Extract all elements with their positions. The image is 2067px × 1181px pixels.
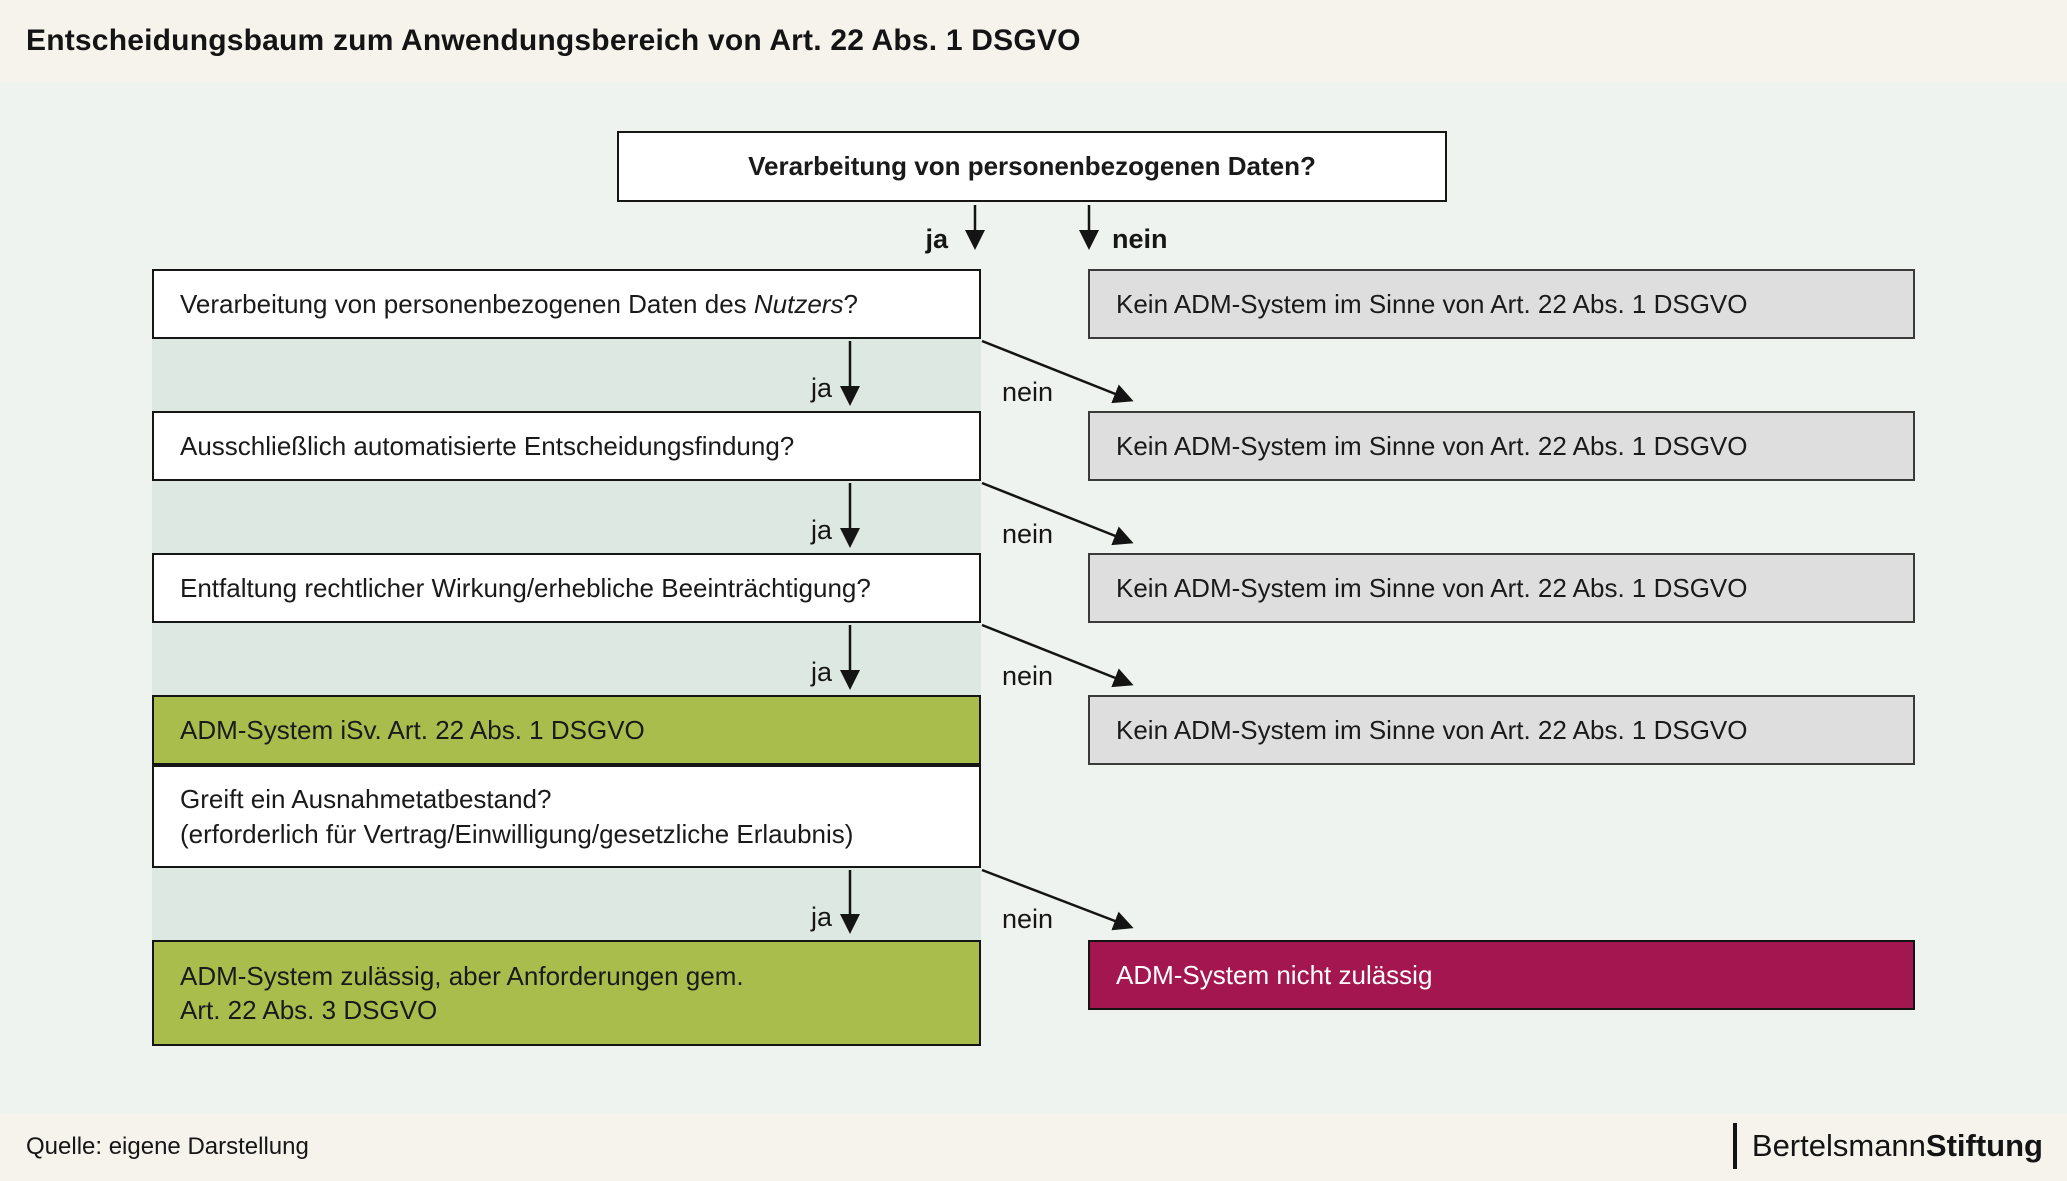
root-question-text: Verarbeitung von personenbezogenen Daten…	[748, 151, 1316, 182]
question-box-1: Verarbeitung von personenbezogenen Daten…	[152, 269, 981, 339]
outcome-adm-text: ADM-System iSv. Art. 22 Abs. 1 DSGVO	[180, 714, 645, 745]
outcome-box-no-adm-4: Kein ADM-System im Sinne von Art. 22 Abs…	[1088, 695, 1915, 765]
outcome-allowed-line1: ADM-System zulässig, aber Anforderungen …	[180, 960, 744, 991]
root-question-box: Verarbeitung von personenbezogenen Daten…	[617, 131, 1447, 202]
yes-path-band	[152, 623, 981, 695]
yes-label: ja	[810, 902, 832, 932]
question-3-text: Entfaltung rechtlicher Wirkung/erheblich…	[180, 572, 871, 603]
header-band	[0, 0, 2067, 83]
exception-question-line2: (erforderlich für Vertrag/Einwilligung/g…	[180, 818, 854, 849]
yes-label: ja	[810, 657, 832, 687]
question-box-3: Entfaltung rechtlicher Wirkung/erheblich…	[152, 553, 981, 623]
outcome-box-no-adm-2: Kein ADM-System im Sinne von Art. 22 Abs…	[1088, 411, 1915, 481]
outcome-box-not-allowed: ADM-System nicht zulässig	[1088, 940, 1915, 1010]
brand-logo-bar	[1732, 1123, 1737, 1169]
question-1-emphasis: Nutzers	[753, 288, 844, 319]
no-label: nein	[1002, 904, 1054, 934]
yes-path-band	[152, 868, 981, 940]
outcome-box-adm: ADM-System iSv. Art. 22 Abs. 1 DSGVO	[152, 695, 981, 765]
outcome-box-no-adm-1: Kein ADM-System im Sinne von Art. 22 Abs…	[1088, 269, 1915, 339]
page-title: Entscheidungsbaum zum Anwendungsbereich …	[26, 24, 1081, 57]
question-2-text: Ausschließlich automatisierte Entscheidu…	[180, 430, 795, 461]
yes-path-band	[152, 481, 981, 553]
question-box-exception: Greift ein Ausnahmetatbestand? (erforder…	[152, 765, 981, 868]
outcome-no-adm-text: Kein ADM-System im Sinne von Art. 22 Abs…	[1116, 714, 1748, 745]
outcome-box-allowed: ADM-System zulässig, aber Anforderungen …	[152, 940, 981, 1046]
brand-logo-text: BertelsmannStiftung	[1751, 1128, 2043, 1163]
source-note: Quelle: eigene Darstellung	[26, 1133, 309, 1160]
outcome-no-adm-text: Kein ADM-System im Sinne von Art. 22 Abs…	[1116, 572, 1748, 603]
outcome-box-no-adm-3: Kein ADM-System im Sinne von Art. 22 Abs…	[1088, 553, 1915, 623]
outcome-not-allowed-text: ADM-System nicht zulässig	[1116, 959, 1433, 990]
no-label: nein	[1112, 224, 1168, 254]
outcome-allowed-line2: Art. 22 Abs. 3 DSGVO	[180, 995, 438, 1025]
exception-question-line1: Greift ein Ausnahmetatbestand?	[180, 784, 552, 815]
question-1-text: Verarbeitung von personenbezogenen Daten…	[180, 288, 858, 319]
no-label: nein	[1002, 661, 1054, 691]
no-label: nein	[1002, 377, 1054, 407]
question-box-2: Ausschließlich automatisierte Entscheidu…	[152, 411, 981, 481]
outcome-no-adm-text: Kein ADM-System im Sinne von Art. 22 Abs…	[1116, 288, 1748, 319]
footer-band	[0, 1113, 2067, 1181]
yes-label: ja	[810, 515, 832, 545]
no-label: nein	[1002, 519, 1054, 549]
yes-label: ja	[810, 373, 832, 403]
yes-label: ja	[925, 224, 948, 254]
outcome-no-adm-text: Kein ADM-System im Sinne von Art. 22 Abs…	[1116, 430, 1748, 461]
yes-path-band	[152, 339, 981, 411]
brand-logo: BertelsmannStiftung	[1732, 1118, 2043, 1174]
